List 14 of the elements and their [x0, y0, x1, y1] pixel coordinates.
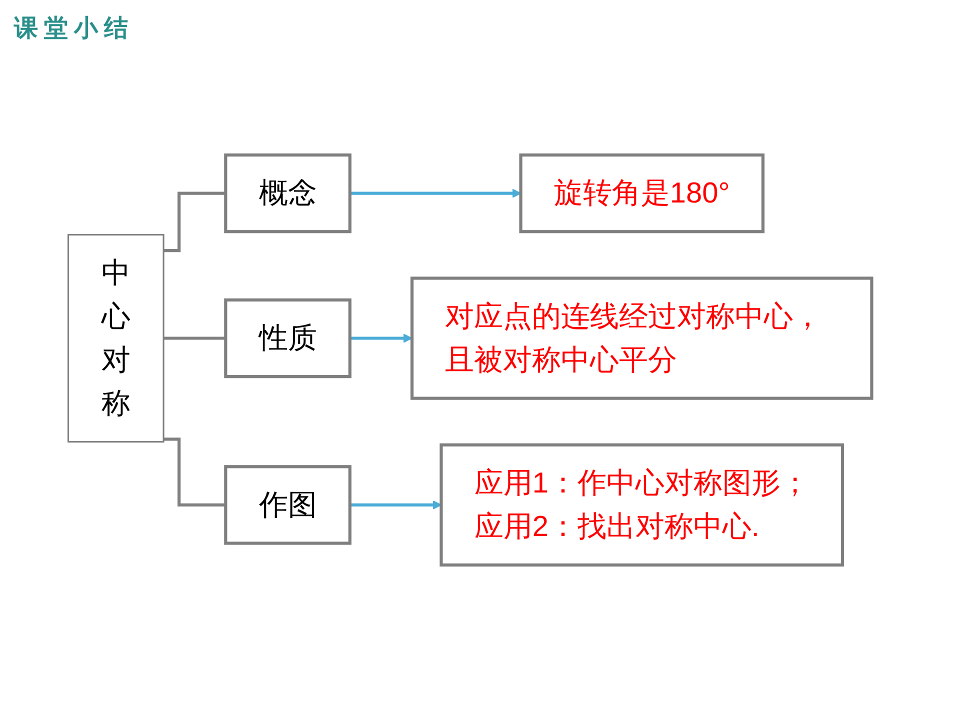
arrow	[350, 188, 522, 198]
connector	[164, 438, 226, 506]
arrow	[350, 334, 412, 343]
node-box: 应用1：作中心对称图形； 应用2：找出对称中心.	[440, 443, 844, 567]
node-box: 旋转角是180°	[519, 153, 765, 234]
node-box: 对应点的连线经过对称中心，且被对称中心平分	[410, 276, 874, 400]
connector	[164, 336, 226, 340]
connector	[164, 192, 226, 252]
slide-title: 课堂小结	[14, 12, 134, 44]
node-box: 作图	[224, 465, 352, 545]
node-box: 性质	[224, 298, 352, 378]
node-box: 概念	[224, 153, 352, 234]
node-box: 中心对称	[68, 234, 164, 443]
arrow	[350, 500, 442, 510]
